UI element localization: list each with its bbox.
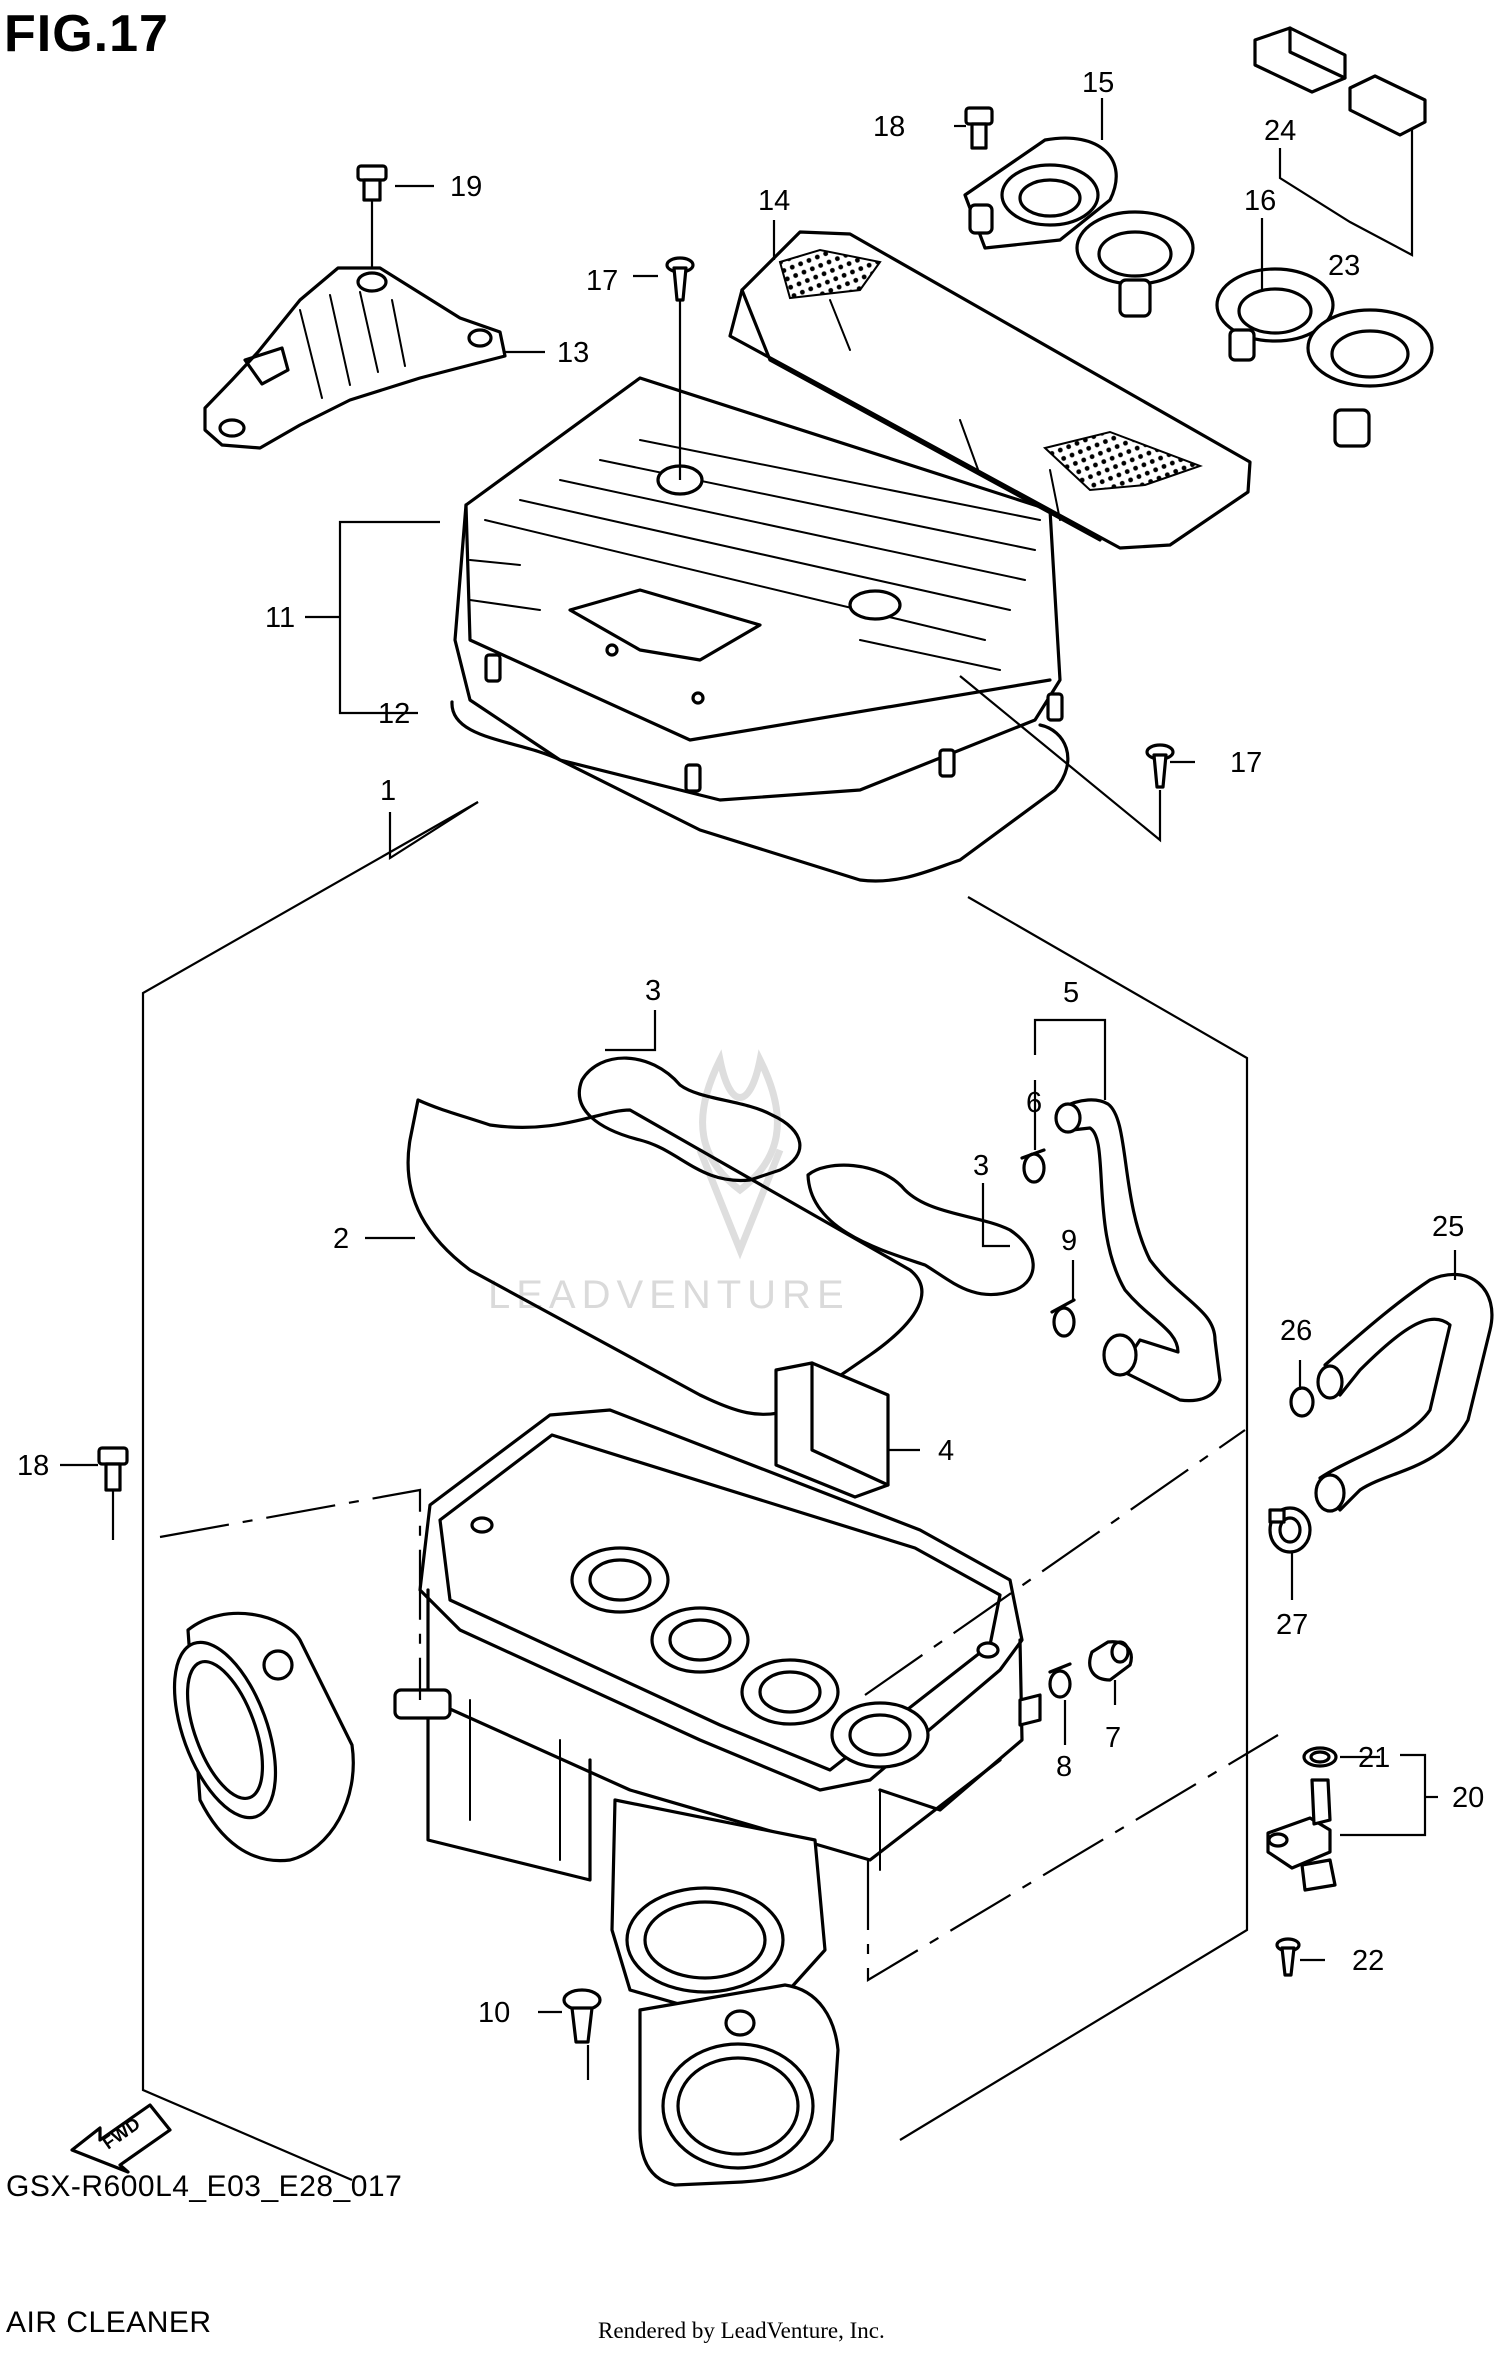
callout-11: 11 xyxy=(265,602,295,634)
callout-26: 26 xyxy=(1280,1315,1312,1347)
callout-2: 2 xyxy=(333,1223,349,1255)
callout-7: 7 xyxy=(1105,1722,1121,1754)
callout-23: 23 xyxy=(1328,250,1360,282)
air-cleaner-outlet-bottom xyxy=(610,1798,827,2012)
callout-leader-lines xyxy=(60,98,1457,2014)
alignment-dash-lines xyxy=(159,1429,1279,2080)
callout-13: 13 xyxy=(557,337,589,369)
part-22-screw xyxy=(1275,1937,1301,1977)
callout-9: 9 xyxy=(1061,1225,1077,1257)
callout-20: 20 xyxy=(1452,1782,1484,1814)
render-credit: Rendered by LeadVenture, Inc. xyxy=(598,2318,885,2343)
part-7-cap xyxy=(1088,1640,1133,1682)
callout-15: 15 xyxy=(1082,67,1114,99)
part-18-bolt-upper xyxy=(964,106,994,150)
forward-direction-arrow: FWD xyxy=(70,2103,172,2174)
callout-3a: 3 xyxy=(645,975,661,1007)
callout-14: 14 xyxy=(758,185,790,217)
figure-title: FIG.17 xyxy=(4,5,169,63)
diagram-caption: AIR CLEANER xyxy=(6,2306,212,2339)
air-cleaner-intake-duct xyxy=(172,1611,355,1863)
part-10-push-rivet xyxy=(562,1988,602,2044)
part-19-bolt xyxy=(356,164,388,268)
part-17-screw-right xyxy=(1145,743,1175,789)
part-20-sensor xyxy=(1266,1778,1337,1892)
part-18-bolt-lower xyxy=(97,1446,129,1492)
watermark-text: LEADVENTURE xyxy=(488,1273,850,1317)
part-2-gasket xyxy=(406,1098,924,1416)
callout-17a: 17 xyxy=(586,265,618,297)
part-9-clamp xyxy=(1050,1298,1076,1338)
part-13-cover-plate xyxy=(203,266,507,450)
model-code: GSX-R600L4_E03_E28_017 xyxy=(6,2170,403,2203)
callout-8: 8 xyxy=(1056,1751,1072,1783)
callout-1: 1 xyxy=(380,775,396,807)
part-23-connector xyxy=(1348,74,1427,137)
part-17-screw-upper xyxy=(665,256,695,302)
callout-5: 5 xyxy=(1063,977,1079,1009)
part-12-cap-gasket xyxy=(450,700,1070,883)
callout-4: 4 xyxy=(938,1435,954,1467)
part-14-mesh-duct xyxy=(728,230,1252,550)
callout-12: 12 xyxy=(378,698,410,730)
part-15-velocity-stack xyxy=(963,136,1195,318)
part-3-gasket-right xyxy=(806,1163,1035,1297)
part-16-velocity-stack xyxy=(1215,267,1434,448)
watermark-logo xyxy=(696,1049,784,1260)
part-21-o-ring xyxy=(1302,1746,1338,1768)
callout-10: 10 xyxy=(478,1997,510,2029)
part-4-filter-element xyxy=(774,1361,890,1499)
part-27-clamp xyxy=(1268,1506,1312,1554)
part-24-connector-cover xyxy=(1253,26,1347,94)
callout-21: 21 xyxy=(1358,1742,1390,1774)
callout-16: 16 xyxy=(1244,185,1276,217)
part-5-hose xyxy=(1054,1098,1222,1403)
callout-numbers: 1 2 3 3 4 5 6 7 8 9 10 11 12 13 14 15 16… xyxy=(17,67,1484,2029)
callout-25: 25 xyxy=(1432,1211,1464,1243)
part-8-clamp xyxy=(1048,1662,1072,1699)
callout-17b: 17 xyxy=(1230,747,1262,779)
callout-22: 22 xyxy=(1352,1945,1384,1977)
callout-18b: 18 xyxy=(17,1450,49,1482)
part-6-clamp xyxy=(1020,1148,1046,1184)
part-25-hose xyxy=(1314,1272,1494,1513)
callout-19: 19 xyxy=(450,171,482,203)
callout-24: 24 xyxy=(1264,115,1296,147)
air-cleaner-housing xyxy=(393,1408,1042,1882)
callout-6: 6 xyxy=(1026,1087,1042,1119)
callout-18a: 18 xyxy=(873,111,905,143)
assembly-box-outline xyxy=(141,801,1249,2182)
callout-3b: 3 xyxy=(973,1150,989,1182)
part-11-cleaner-cap xyxy=(453,376,1064,802)
air-cleaner-lower-duct xyxy=(638,1983,840,2187)
callout-27: 27 xyxy=(1276,1609,1308,1641)
part-3-gasket-left xyxy=(577,1056,802,1183)
part-26-clamp xyxy=(1289,1386,1315,1418)
